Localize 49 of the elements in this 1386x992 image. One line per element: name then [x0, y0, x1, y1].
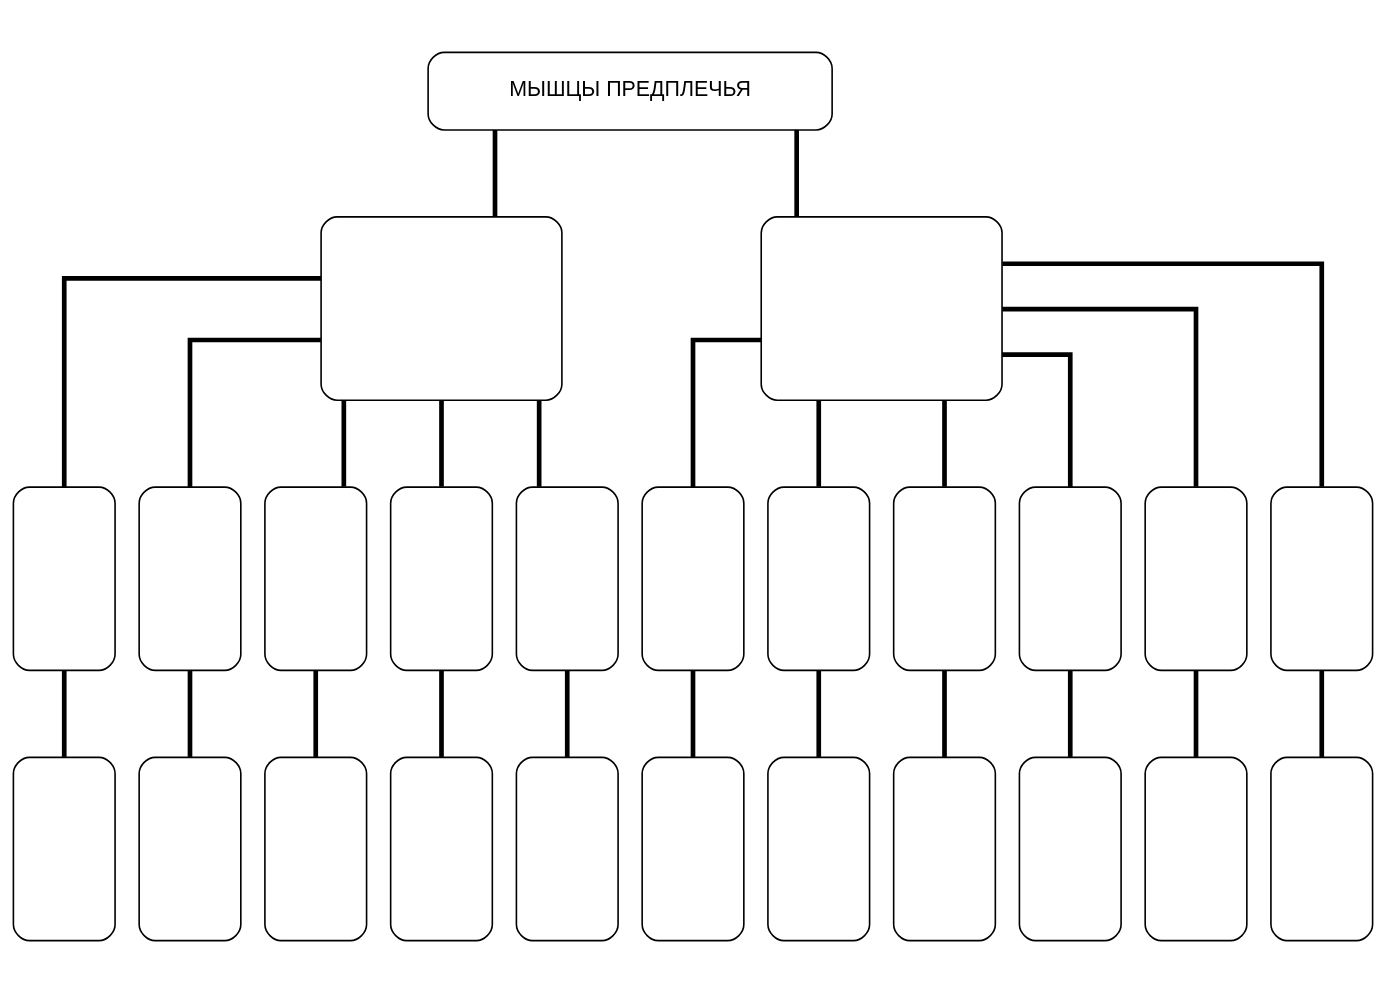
connector — [341, 399, 347, 487]
connector — [1319, 670, 1325, 757]
node-box — [1018, 756, 1122, 941]
connector — [942, 399, 947, 487]
node-box — [760, 215, 1003, 401]
connector — [536, 399, 542, 487]
connector — [942, 670, 947, 757]
connector — [564, 670, 570, 757]
node-box — [1270, 485, 1374, 671]
connector — [690, 337, 762, 487]
node-box — [264, 485, 368, 671]
connector — [690, 670, 696, 757]
connector — [187, 337, 321, 487]
connector — [816, 399, 822, 487]
node-box — [320, 215, 563, 401]
node-box — [767, 485, 871, 671]
node-box — [389, 485, 494, 671]
node-box — [892, 485, 997, 671]
connector — [187, 670, 193, 757]
connector — [439, 670, 444, 757]
node-box: МЫШЦЫ ПРЕДПЛЕЧЬЯ — [427, 51, 833, 131]
node-box — [1018, 485, 1122, 671]
connector — [1067, 670, 1073, 757]
node-box — [515, 485, 619, 671]
connector — [1002, 306, 1199, 487]
node-box — [641, 485, 745, 671]
node-box — [641, 756, 745, 941]
connector — [1002, 351, 1073, 487]
connector — [61, 275, 322, 487]
node-box — [389, 756, 494, 941]
node-box — [138, 485, 242, 671]
node-box — [515, 756, 619, 941]
node-box — [1144, 756, 1248, 941]
connector — [794, 129, 799, 217]
node-box — [1270, 756, 1374, 941]
node-box — [264, 756, 368, 941]
node-box — [1144, 485, 1248, 671]
node-box — [892, 756, 997, 941]
node-box — [767, 756, 871, 941]
node-box — [12, 756, 116, 941]
connector — [492, 129, 498, 217]
connector — [61, 670, 67, 757]
connector — [313, 670, 319, 757]
node-box — [138, 756, 242, 941]
connector — [1193, 670, 1199, 757]
connector — [439, 399, 444, 487]
connector — [1002, 260, 1325, 487]
node-box — [12, 485, 116, 671]
connector — [816, 670, 822, 757]
